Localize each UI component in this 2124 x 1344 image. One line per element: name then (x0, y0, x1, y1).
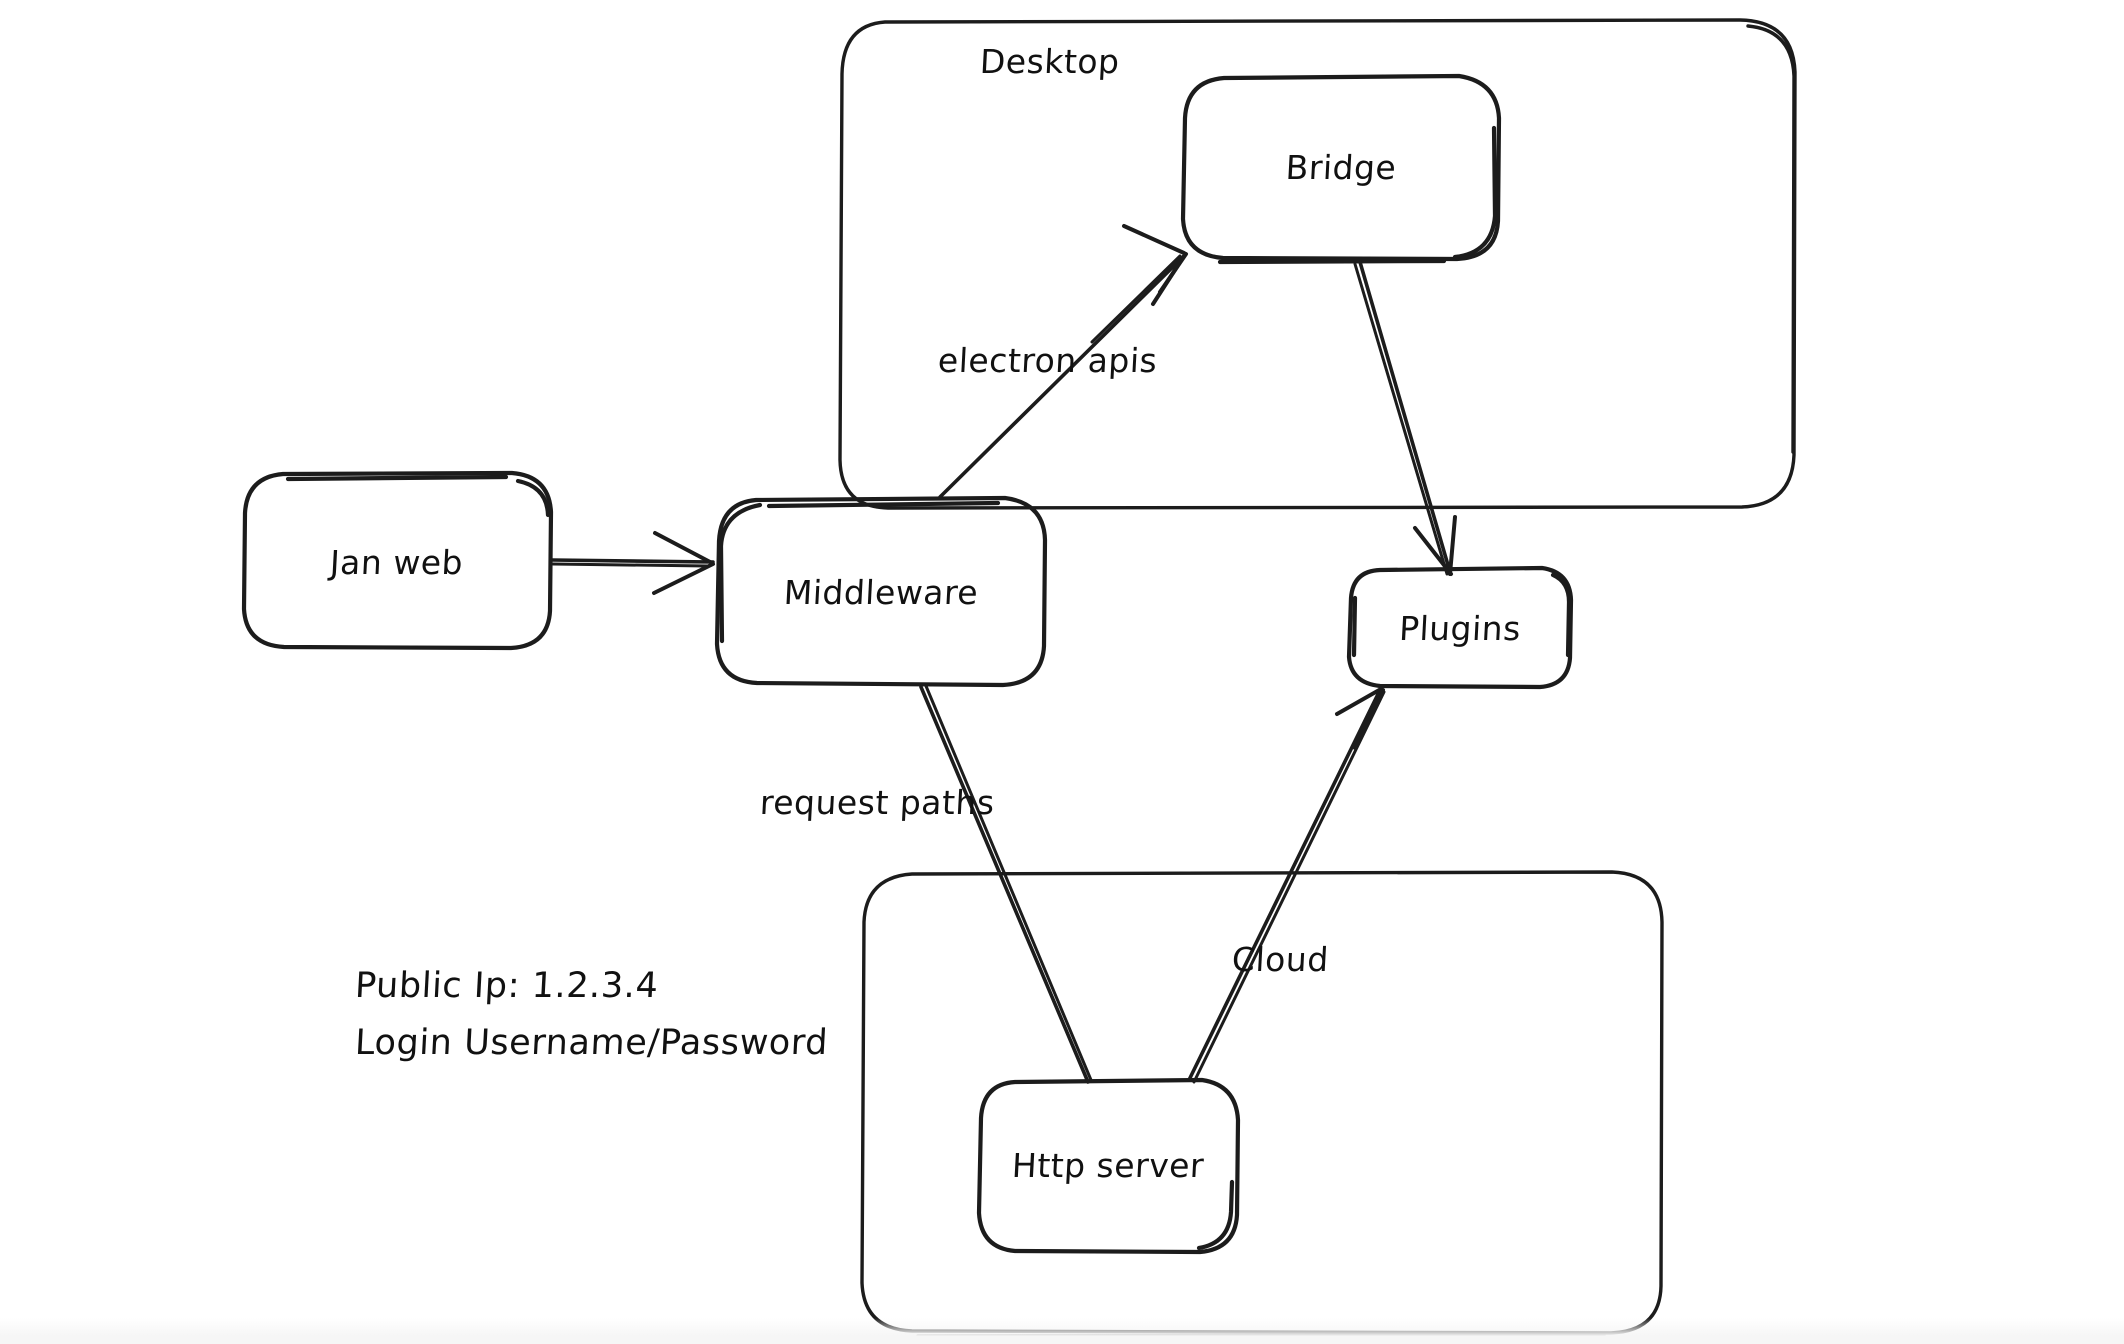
edge-http-server-to-plugins (1187, 687, 1386, 1084)
container-desktop-shape (838, 18, 1797, 510)
edge-middleware-to-bridge (938, 224, 1188, 499)
container-cloud-shape (860, 870, 1664, 1338)
edge-bridge-to-plugins (1353, 260, 1457, 576)
node-http-server-shape[interactable] (976, 1077, 1241, 1255)
node-label-middleware[interactable]: Middleware (782, 573, 980, 612)
edge-label-request-paths: request paths (758, 783, 996, 822)
edge-middleware-to-http-server (919, 684, 1093, 1084)
edge-jan-to-middleware (550, 531, 715, 595)
node-label-http-server[interactable]: Http server (1010, 1146, 1206, 1185)
node-label-bridge[interactable]: Bridge (1284, 148, 1398, 187)
node-plugins-shape[interactable] (1346, 565, 1574, 690)
node-bridge-shape[interactable] (1180, 73, 1502, 265)
container-label-desktop: Desktop (978, 42, 1121, 81)
node-label-jan-web[interactable]: Jan web (328, 543, 465, 582)
node-jan-web-shape[interactable] (241, 470, 554, 651)
note-login-credentials: Login Username/Password (353, 1023, 830, 1063)
note-public-ip: Public Ip: 1.2.3.4 (353, 966, 660, 1006)
edge-label-electron-apis: electron apis (936, 341, 1159, 380)
edge-label-cloud: Cloud (1230, 940, 1330, 979)
node-middleware-shape[interactable] (714, 495, 1048, 688)
node-label-plugins[interactable]: Plugins (1398, 609, 1522, 648)
